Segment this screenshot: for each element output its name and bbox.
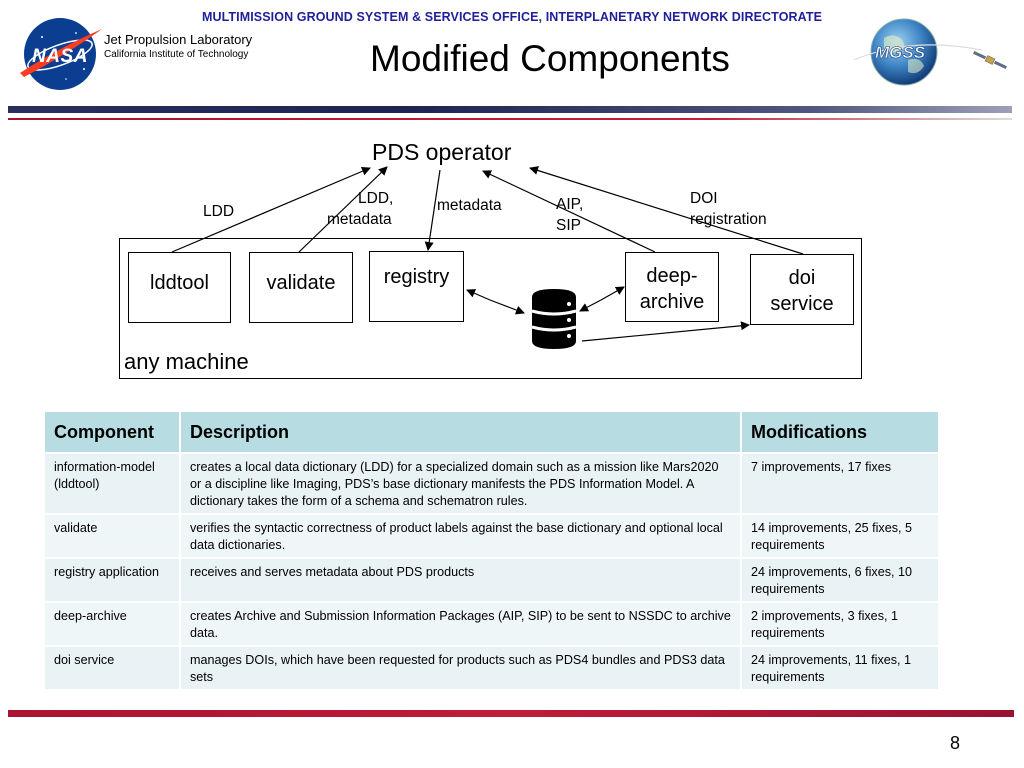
header-accent-divider: [8, 118, 1012, 120]
registry-label: registry: [383, 266, 450, 288]
doi-service-label-2: service: [770, 293, 834, 315]
deep-archive-label-1: deep-: [646, 265, 698, 287]
cell-component: validate: [45, 515, 179, 557]
nasa-logo-icon: NASA: [20, 18, 102, 90]
svg-text:NASA: NASA: [32, 46, 88, 67]
header-description: Description: [181, 412, 740, 452]
edge-label-ldd-metadata-1: LDD,: [358, 190, 394, 207]
lddtool-label: lddtool: [150, 272, 209, 294]
header-component: Component: [45, 412, 179, 452]
edge-label-metadata: metadata: [437, 197, 502, 214]
header-modifications: Modifications: [742, 412, 938, 452]
cell-modifications: 7 improvements, 17 fixes: [742, 454, 938, 513]
edge-label-registration-2: registration: [690, 211, 767, 228]
lddtool-box: lddtool: [128, 252, 231, 323]
validate-box: validate: [249, 252, 353, 323]
table-row: validate verifies the syntactic correctn…: [45, 515, 938, 557]
cell-component: information-model (lddtool): [45, 454, 179, 513]
pds-operator-label: PDS operator: [372, 139, 512, 165]
cell-modifications: 2 improvements, 3 fixes, 1 requirements: [742, 603, 938, 645]
cell-modifications: 24 improvements, 6 fixes, 10 requirement…: [742, 559, 938, 601]
jpl-affiliation: Jet Propulsion Laboratory California Ins…: [104, 32, 252, 60]
cell-modifications: 14 improvements, 25 fixes, 5 requirement…: [742, 515, 938, 557]
cell-description: verifies the syntactic correctness of pr…: [181, 515, 740, 557]
cell-modifications: 24 improvements, 11 fixes, 1 requirement…: [742, 647, 938, 689]
table-row: registry application receives and serves…: [45, 559, 938, 601]
registry-box: registry: [369, 251, 464, 322]
cell-component: doi service: [45, 647, 179, 689]
cell-component: deep-archive: [45, 603, 179, 645]
table-row: information-model (lddtool) creates a lo…: [45, 454, 938, 513]
deep-archive-label-2: archive: [639, 291, 705, 313]
edge-label-aip-1: AIP,: [556, 196, 584, 213]
cell-component: registry application: [45, 559, 179, 601]
directorate-banner: MULTIMISSION GROUND SYSTEM & SERVICES OF…: [201, 10, 823, 24]
cell-description: creates Archive and Submission Informati…: [181, 603, 740, 645]
container-label: any machine: [124, 349, 249, 374]
org-name: Jet Propulsion Laboratory: [104, 32, 253, 47]
footer-divider: [8, 710, 1014, 717]
deep-archive-box: deep- archive: [625, 252, 719, 322]
table-row: doi service manages DOIs, which have bee…: [45, 647, 938, 689]
cell-description: manages DOIs, which have been requested …: [181, 647, 740, 689]
doi-service-label-1: doi: [788, 267, 816, 289]
table-row: deep-archive creates Archive and Submiss…: [45, 603, 938, 645]
header-divider: [8, 106, 1012, 113]
cell-description: receives and serves metadata about PDS p…: [181, 559, 740, 601]
validate-label: validate: [266, 272, 336, 294]
svg-text:MGSS: MGSS: [875, 43, 926, 62]
edge-label-doi-1: DOI: [690, 190, 718, 207]
edge-label-ldd: LDD: [203, 203, 235, 220]
page-number: 8: [950, 733, 961, 753]
edge-label-sip-2: SIP: [556, 217, 581, 234]
doi-service-box: doi service: [750, 254, 854, 325]
components-table: Component Description Modifications info…: [43, 410, 940, 691]
mgss-logo-icon: MGSS: [853, 18, 1007, 86]
org-subtitle: California Institute of Technology: [104, 49, 249, 60]
slide-title: Modified Components: [370, 38, 730, 79]
cell-description: creates a local data dictionary (LDD) fo…: [181, 454, 740, 513]
table-header-row: Component Description Modifications: [45, 412, 938, 452]
edge-label-ldd-metadata-2: metadata: [327, 211, 392, 228]
